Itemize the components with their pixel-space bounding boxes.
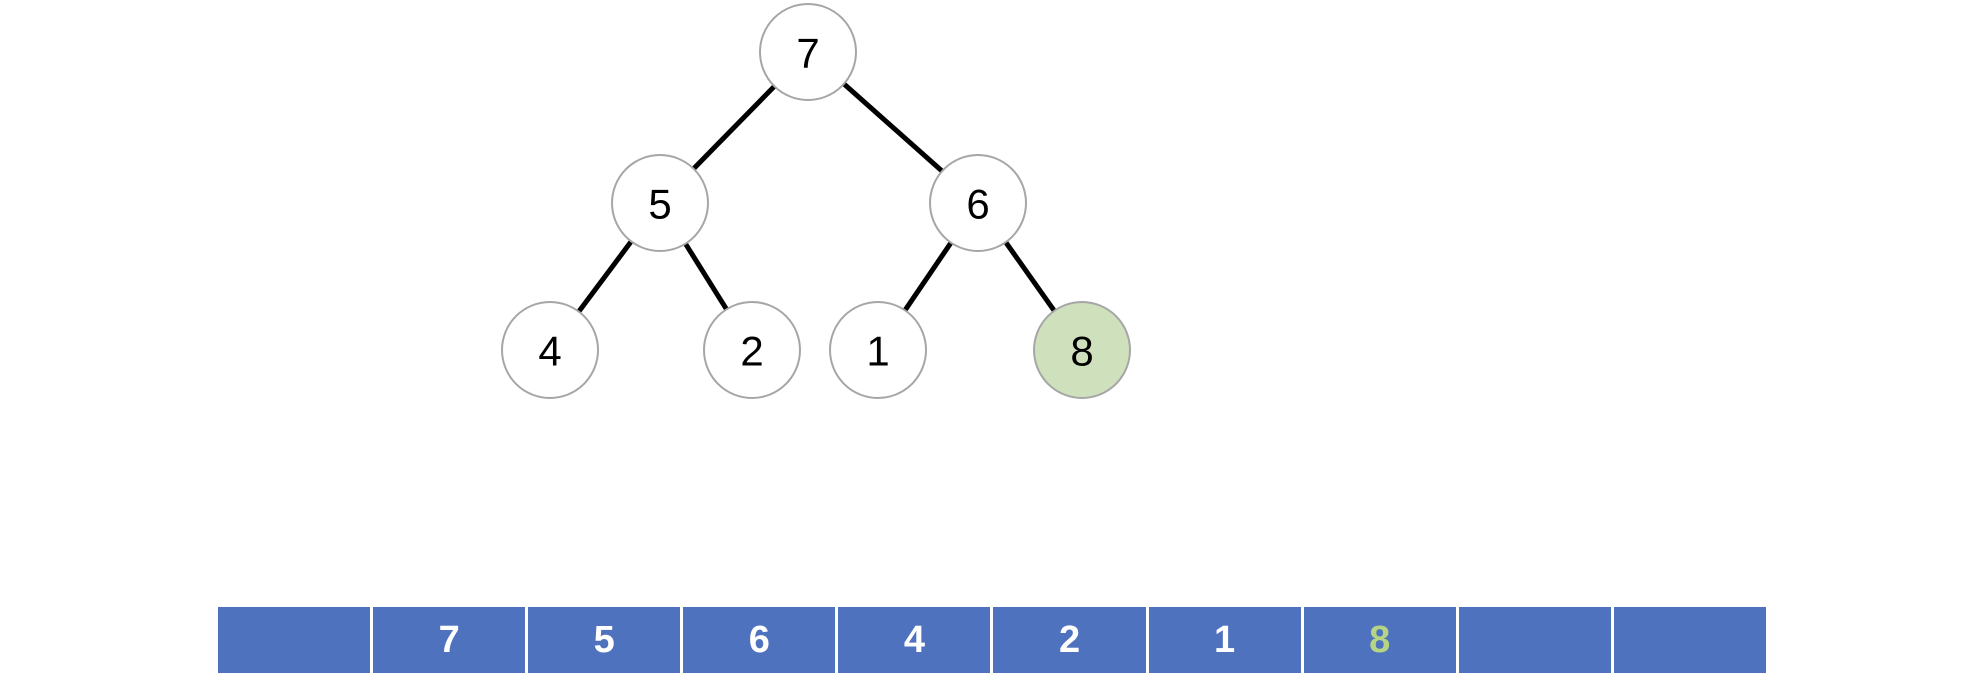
- array-cell[interactable]: 7: [373, 607, 529, 673]
- tree-edge: [691, 84, 777, 171]
- tree-node-label: 2: [740, 328, 763, 375]
- tree-edge: [902, 241, 954, 312]
- tree-node[interactable]: 6: [929, 154, 1027, 252]
- tree-node[interactable]: 2: [703, 301, 801, 399]
- tree-node[interactable]: 5: [611, 154, 709, 252]
- tree-node[interactable]: 1: [829, 301, 927, 399]
- tree-node-label: 4: [538, 328, 561, 375]
- array-cell[interactable]: 4: [838, 607, 994, 673]
- tree-node-circle[interactable]: [703, 301, 801, 399]
- array-cell[interactable]: 5: [528, 607, 684, 673]
- binary-tree-diagram: 7 5 6 4 2 1 8: [501, 3, 1131, 399]
- tree-node[interactable]: 4: [501, 301, 599, 399]
- tree-node-circle-highlighted[interactable]: [1033, 301, 1131, 399]
- tree-node-label: 1: [866, 328, 889, 375]
- tree-node-label: 8: [1070, 328, 1093, 375]
- tree-node-circle[interactable]: [829, 301, 927, 399]
- array-cell-highlighted[interactable]: 8: [1303, 607, 1459, 673]
- tree-node-circle[interactable]: [501, 301, 599, 399]
- tree-node-label: 5: [648, 181, 671, 228]
- array-cell[interactable]: 2: [993, 607, 1149, 673]
- tree-node-circle[interactable]: [759, 3, 857, 101]
- array-cell-empty[interactable]: [218, 607, 374, 673]
- tree-node-circle[interactable]: [929, 154, 1027, 252]
- array-cell[interactable]: 6: [683, 607, 839, 673]
- tree-node[interactable]: 7: [759, 3, 857, 101]
- tree-edge-layer: [576, 82, 1057, 314]
- tree-edge: [1003, 240, 1057, 313]
- tree-node[interactable]: 8: [1033, 301, 1131, 399]
- tree-node-circle[interactable]: [611, 154, 709, 252]
- tree-node-label: 6: [966, 181, 989, 228]
- array-cell[interactable]: 1: [1148, 607, 1304, 673]
- tree-node-layer: 7 5 6 4 2 1 8: [501, 3, 1131, 399]
- tree-edge: [683, 242, 729, 311]
- tree-edge: [842, 82, 944, 173]
- tree-edge: [576, 239, 634, 314]
- array-cell-empty[interactable]: [1458, 607, 1614, 673]
- array-cell-empty[interactable]: [1613, 607, 1766, 673]
- tree-node-label: 7: [796, 30, 819, 77]
